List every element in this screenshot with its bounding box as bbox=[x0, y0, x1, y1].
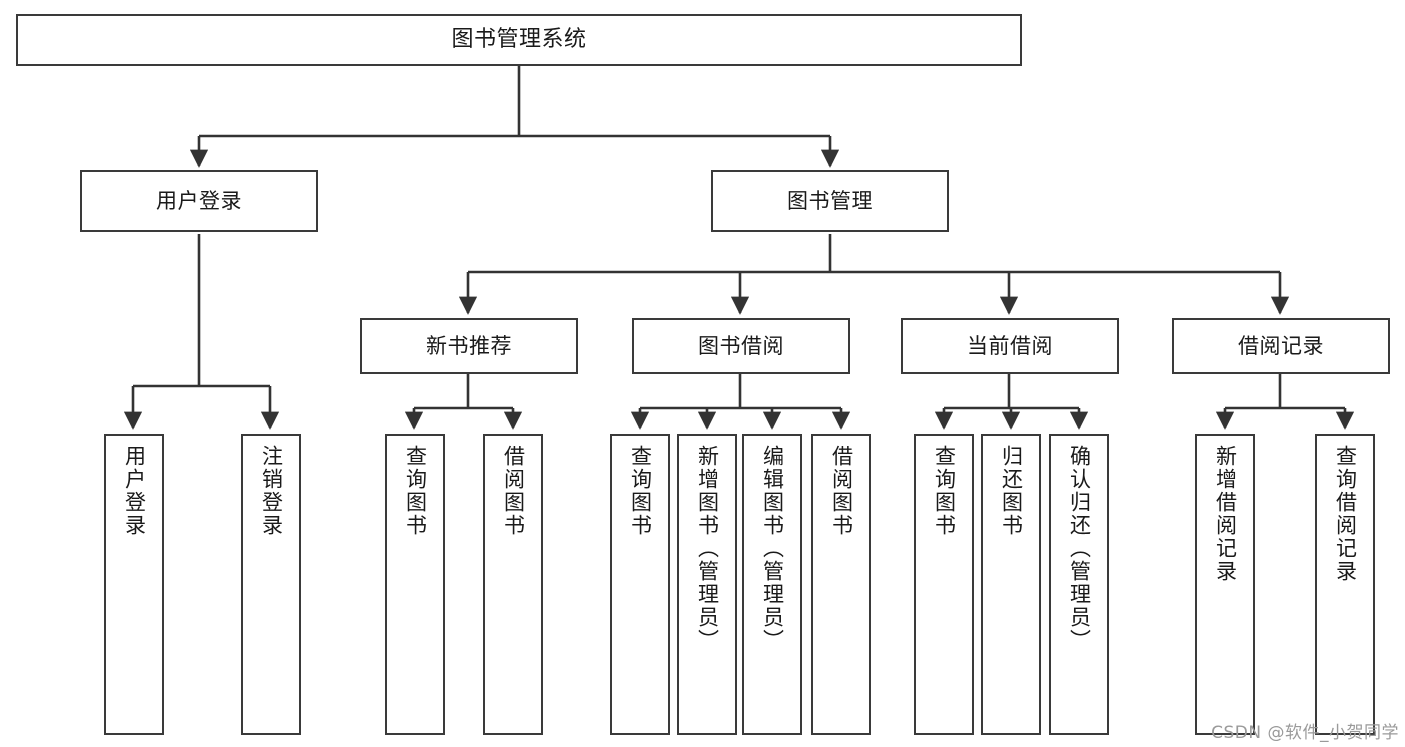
node-book-management[interactable]: 图书管理 bbox=[711, 170, 949, 232]
node-label: 编辑图书（管理员） bbox=[760, 445, 785, 652]
leaf-currentborrow-query-books[interactable]: 查询图书 bbox=[914, 434, 974, 735]
node-label: 借阅图书 bbox=[501, 445, 526, 537]
node-label: 图书管理 bbox=[787, 188, 873, 213]
leaf-bookborrow-edit-book-admin[interactable]: 编辑图书（管理员） bbox=[742, 434, 802, 735]
node-label: 注销登录 bbox=[259, 445, 284, 537]
leaf-user-login[interactable]: 用户登录 bbox=[104, 434, 164, 735]
node-label: 借阅记录 bbox=[1238, 333, 1324, 358]
node-label: 新增借阅记录 bbox=[1213, 445, 1238, 583]
node-label: 图书管理系统 bbox=[451, 27, 587, 53]
node-new-book-recommend[interactable]: 新书推荐 bbox=[360, 318, 578, 374]
leaf-newbook-query-books[interactable]: 查询图书 bbox=[385, 434, 445, 735]
node-user-login[interactable]: 用户登录 bbox=[80, 170, 318, 232]
node-label: 图书借阅 bbox=[698, 333, 784, 358]
node-label: 借阅图书 bbox=[829, 445, 854, 537]
leaf-newbook-borrow-books[interactable]: 借阅图书 bbox=[483, 434, 543, 735]
leaf-records-add-borrow-record[interactable]: 新增借阅记录 bbox=[1195, 434, 1255, 735]
csdn-watermark: CSDN @软件_小贺同学 bbox=[1211, 723, 1399, 743]
node-current-borrow[interactable]: 当前借阅 bbox=[901, 318, 1119, 374]
node-label: 归还图书 bbox=[999, 445, 1024, 537]
node-borrow-records[interactable]: 借阅记录 bbox=[1172, 318, 1390, 374]
node-book-borrow[interactable]: 图书借阅 bbox=[632, 318, 850, 374]
node-label: 查询图书 bbox=[628, 445, 653, 537]
node-label: 查询借阅记录 bbox=[1333, 445, 1358, 583]
node-label: 用户登录 bbox=[156, 188, 242, 213]
leaf-bookborrow-query-books[interactable]: 查询图书 bbox=[610, 434, 670, 735]
node-label: 查询图书 bbox=[403, 445, 428, 537]
node-label: 新书推荐 bbox=[426, 333, 512, 358]
leaf-records-query-borrow-record[interactable]: 查询借阅记录 bbox=[1315, 434, 1375, 735]
leaf-logout-login[interactable]: 注销登录 bbox=[241, 434, 301, 735]
leaf-currentborrow-return-books[interactable]: 归还图书 bbox=[981, 434, 1041, 735]
leaf-bookborrow-borrow-books[interactable]: 借阅图书 bbox=[811, 434, 871, 735]
node-label: 当前借阅 bbox=[967, 333, 1053, 358]
node-label: 用户登录 bbox=[122, 445, 147, 537]
node-label: 确认归还（管理员） bbox=[1067, 445, 1092, 652]
node-label: 新增图书（管理员） bbox=[695, 445, 720, 652]
node-root-book-management-system[interactable]: 图书管理系统 bbox=[16, 14, 1022, 66]
leaf-bookborrow-add-book-admin[interactable]: 新增图书（管理员） bbox=[677, 434, 737, 735]
node-label: 查询图书 bbox=[932, 445, 957, 537]
leaf-currentborrow-confirm-return-admin[interactable]: 确认归还（管理员） bbox=[1049, 434, 1109, 735]
